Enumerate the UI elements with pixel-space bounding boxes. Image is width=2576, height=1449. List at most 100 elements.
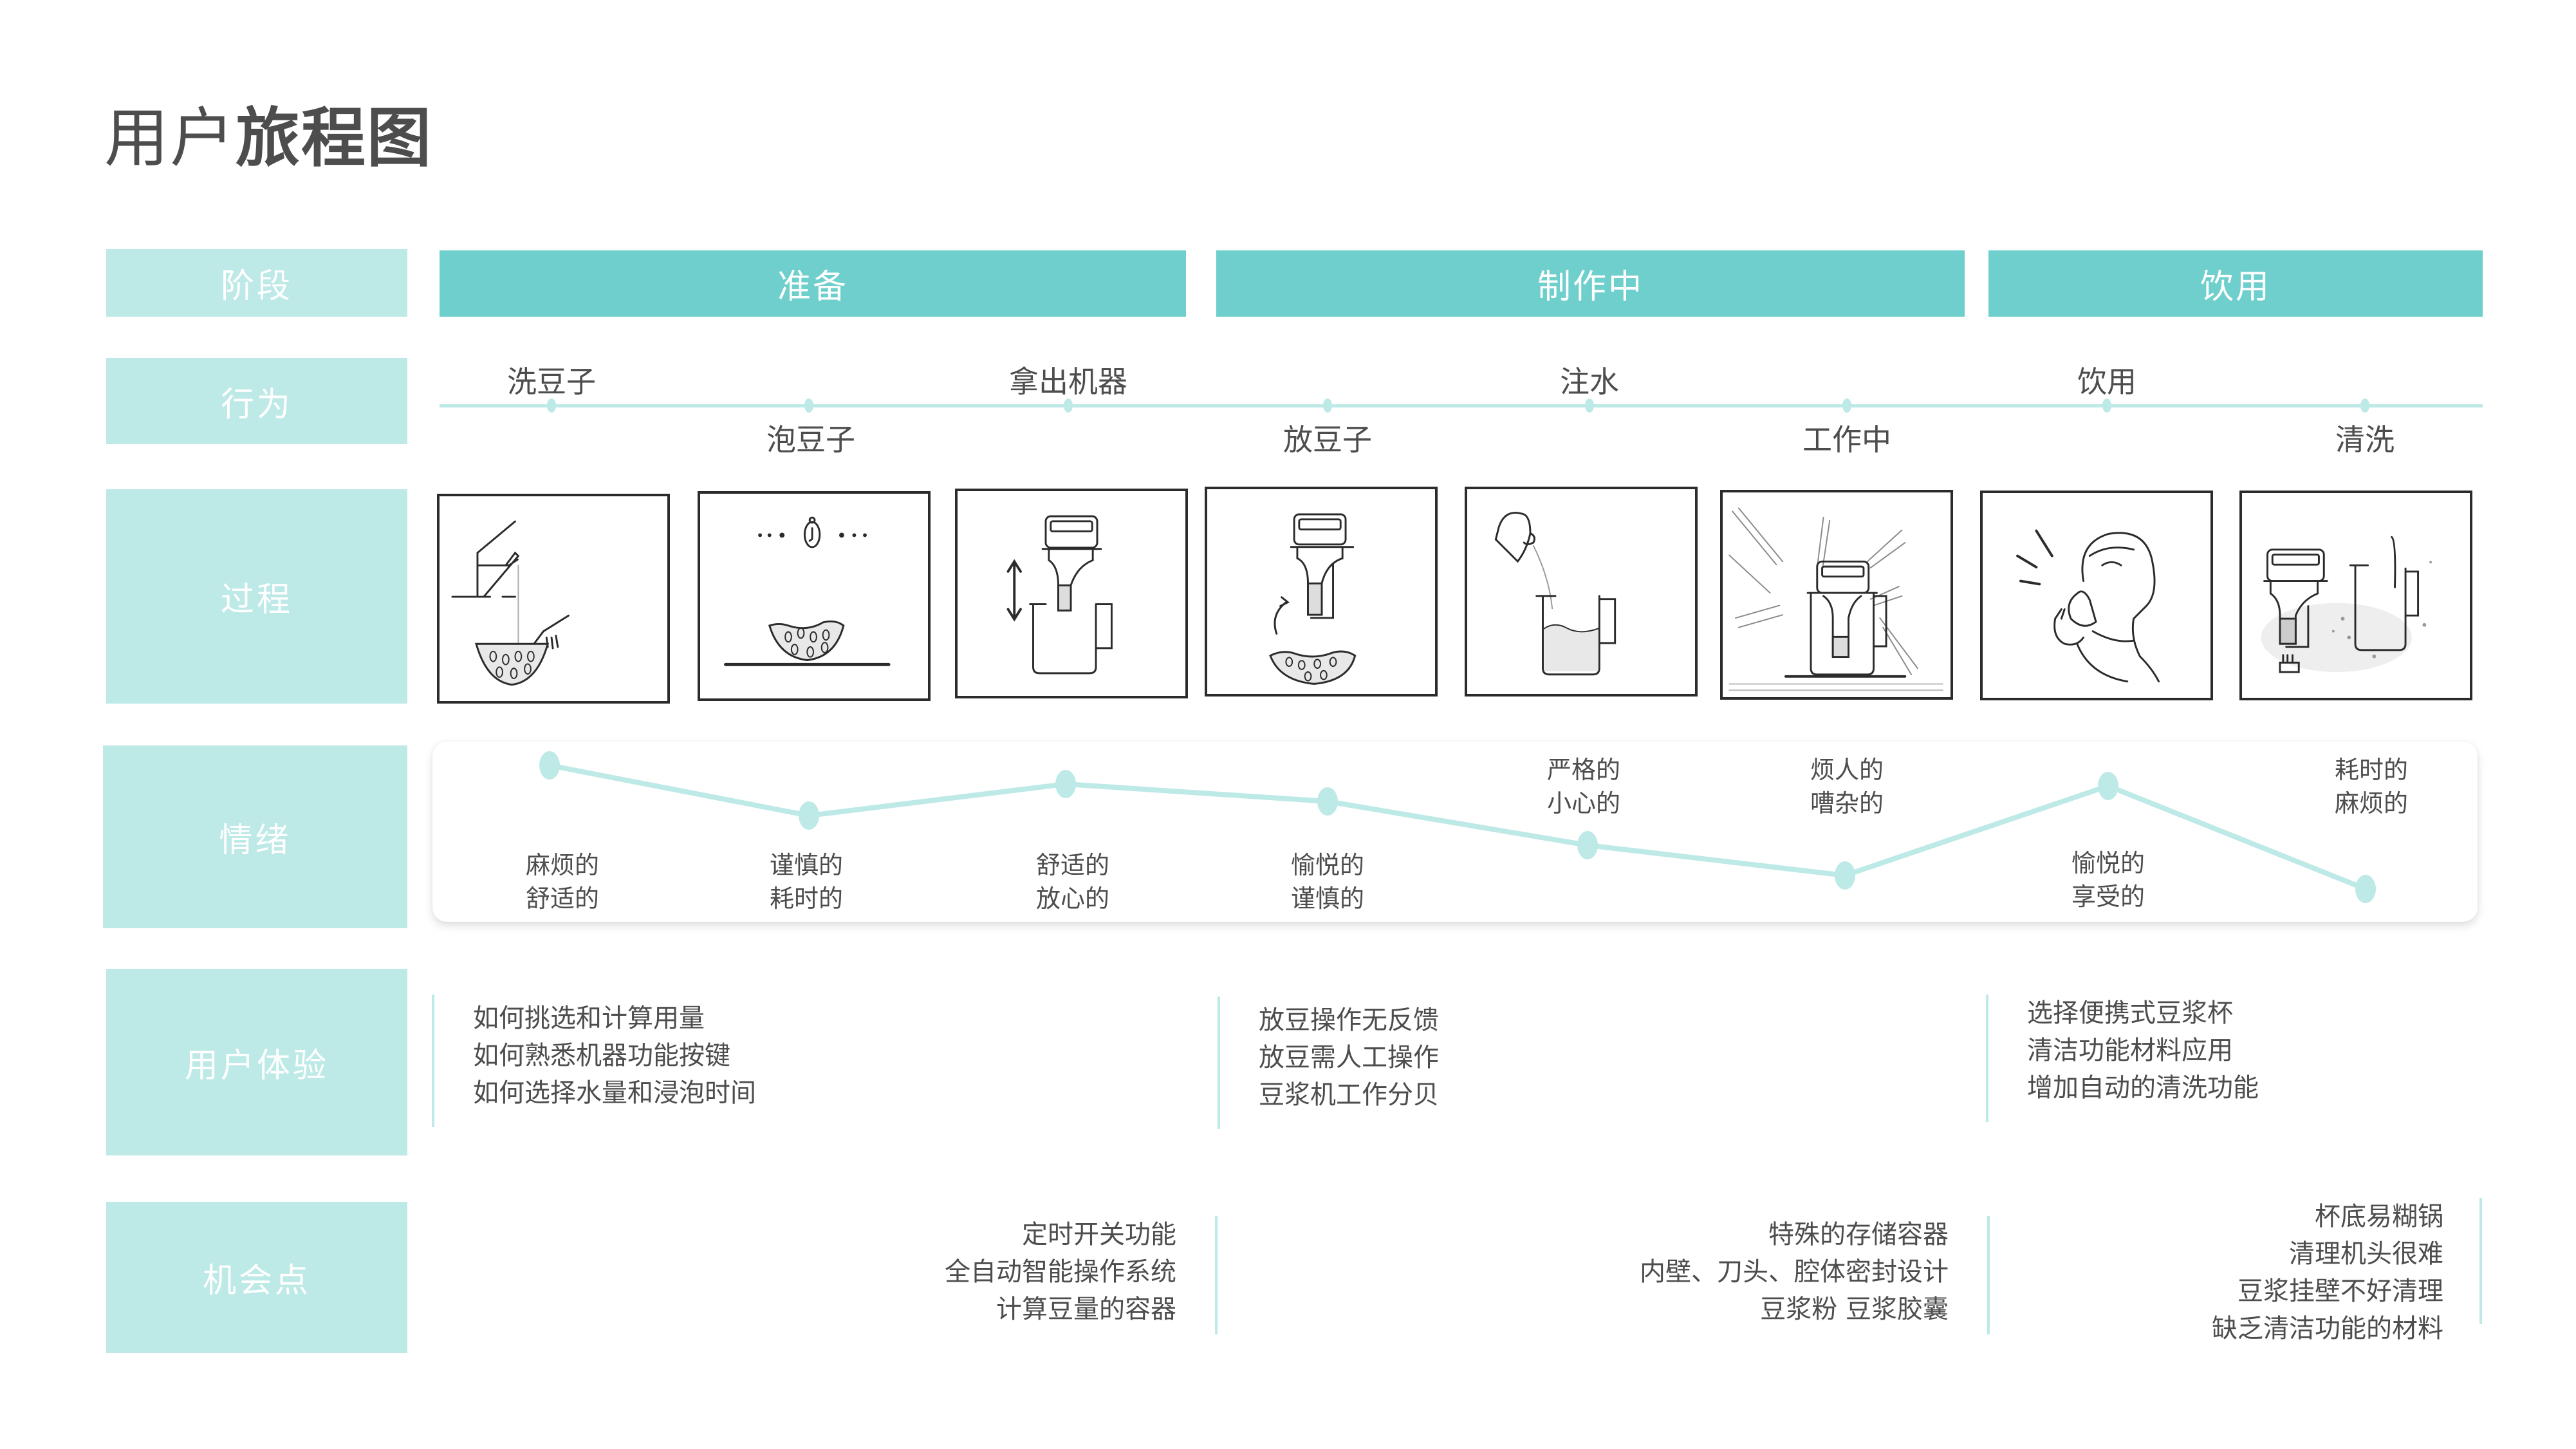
emotion-label: 烦人的嘈杂的 bbox=[1810, 753, 1884, 820]
timer-soaking-beans-icon bbox=[724, 516, 891, 666]
emotion-label-line: 麻烦的 bbox=[2334, 789, 2409, 818]
opportunity-block-drinking: 杯底易糊锅 清理机头很难 豆浆挂壁不好清理 缺乏清洁功能的材料 bbox=[2212, 1198, 2482, 1343]
experience-block-making: 放豆操作无反馈 放豆需人工操作 豆浆机工作分贝 bbox=[1218, 996, 1439, 1129]
row-label-behavior-text: 行为 bbox=[220, 385, 293, 424]
timeline-dot bbox=[1323, 398, 1332, 413]
process-panel-wash bbox=[437, 494, 670, 704]
process-panel-put-beans bbox=[1205, 487, 1438, 696]
timeline-dot bbox=[804, 398, 813, 413]
emotion-label-line: 耗时的 bbox=[2334, 756, 2409, 784]
behavior-label: 洗豆子 bbox=[507, 364, 596, 399]
timeline-dot bbox=[547, 398, 556, 413]
row-label-opportunity: 机会点 bbox=[106, 1202, 407, 1353]
cleaning-machine-icon bbox=[2261, 536, 2432, 673]
opportunity-item: 杯底易糊锅 bbox=[2315, 1202, 2443, 1231]
opportunity-item: 计算豆量的容器 bbox=[996, 1295, 1176, 1324]
experience-block-drinking: 选择便携式豆浆杯 清洁功能材料应用 增加自动的清洗功能 bbox=[1986, 995, 2259, 1122]
process-panel-cleaning bbox=[2239, 491, 2472, 700]
row-label-experience: 用户体验 bbox=[106, 969, 407, 1155]
behavior-timeline bbox=[440, 404, 2483, 407]
experience-item: 如何熟悉机器功能按键 bbox=[473, 1041, 730, 1070]
timeline-dot bbox=[1585, 398, 1594, 413]
row-label-emotion-text: 情绪 bbox=[219, 821, 292, 860]
row-label-opportunity-text: 机会点 bbox=[202, 1262, 311, 1300]
emotion-label-line: 舒适的 bbox=[525, 884, 600, 913]
stage-header-drinking: 饮用 bbox=[1988, 250, 2483, 317]
experience-item: 增加自动的清洗功能 bbox=[2027, 1073, 2259, 1103]
emotion-label-line: 耗时的 bbox=[769, 884, 844, 913]
emotion-label-line: 谨慎的 bbox=[769, 851, 844, 879]
timeline-dot bbox=[1842, 398, 1851, 413]
title-light: 用户 bbox=[104, 100, 236, 176]
experience-item: 如何选择水量和浸泡时间 bbox=[473, 1078, 756, 1108]
opportunity-item: 缺乏清洁功能的材料 bbox=[2212, 1314, 2443, 1343]
stage-label: 准备 bbox=[777, 268, 848, 306]
opportunity-item: 清理机头很难 bbox=[2289, 1239, 2443, 1269]
opportunity-item: 内壁、刀头、腔体密封设计 bbox=[1640, 1257, 1949, 1287]
emotion-label-line: 嘈杂的 bbox=[1810, 789, 1884, 818]
behavior-label: 清洗 bbox=[2335, 422, 2395, 457]
emotion-label-line: 小心的 bbox=[1546, 789, 1621, 818]
emotion-label-line: 烦人的 bbox=[1810, 756, 1884, 784]
opportunity-block-prepare: 定时开关功能 全自动智能操作系统 计算豆量的容器 bbox=[945, 1216, 1218, 1334]
row-label-stage: 阶段 bbox=[106, 249, 407, 317]
emotion-label-line: 愉悦的 bbox=[2071, 849, 2145, 877]
opportunity-item: 豆浆粉 豆浆胶囊 bbox=[1760, 1295, 1949, 1324]
process-panel-soak bbox=[698, 491, 931, 701]
experience-item: 豆浆机工作分贝 bbox=[1259, 1080, 1439, 1110]
experience-item: 放豆需人工操作 bbox=[1259, 1043, 1439, 1072]
experience-item: 如何挑选和计算用量 bbox=[473, 1004, 705, 1033]
stage-header-making: 制作中 bbox=[1216, 250, 1965, 317]
timeline-dot bbox=[2102, 398, 2111, 413]
put-beans-in-filter-icon bbox=[1269, 513, 1357, 685]
experience-item: 清洁功能材料应用 bbox=[2027, 1036, 2233, 1065]
behavior-label: 工作中 bbox=[1802, 422, 1891, 457]
row-label-experience-text: 用户体验 bbox=[184, 1046, 329, 1085]
faucet-washing-beans-icon bbox=[451, 520, 570, 686]
behavior-label: 放豆子 bbox=[1283, 422, 1372, 457]
behavior-label: 饮用 bbox=[2077, 364, 2136, 399]
page-title: 用户旅程图 bbox=[104, 97, 432, 180]
row-label-process: 过程 bbox=[106, 489, 407, 704]
experience-block-prepare: 如何挑选和计算用量 如何熟悉机器功能按键 如何选择水量和浸泡时间 bbox=[432, 995, 756, 1127]
emotion-label-line: 享受的 bbox=[2071, 883, 2145, 911]
emotion-label: 严格的小心的 bbox=[1547, 753, 1620, 820]
opportunity-divider bbox=[2479, 1198, 2482, 1324]
emotion-label: 愉悦的享受的 bbox=[2071, 846, 2145, 913]
row-label-stage-text: 阶段 bbox=[220, 267, 293, 306]
emotion-label: 麻烦的舒适的 bbox=[526, 848, 599, 915]
process-panel-working bbox=[1720, 490, 1953, 700]
behavior-label: 注水 bbox=[1560, 364, 1619, 399]
emotion-label-line: 放心的 bbox=[1035, 884, 1110, 913]
experience-item: 放豆操作无反馈 bbox=[1259, 1005, 1439, 1035]
emotion-label: 舒适的放心的 bbox=[1036, 848, 1109, 915]
opportunity-block-making: 特殊的存储容器 内壁、刀头、腔体密封设计 豆浆粉 豆浆胶囊 bbox=[1640, 1216, 1990, 1334]
person-drinking-icon bbox=[2016, 529, 2160, 683]
title-bold: 旅程图 bbox=[236, 100, 432, 176]
process-panel-pour-water bbox=[1465, 487, 1698, 696]
behavior-label: 拿出机器 bbox=[1009, 364, 1127, 399]
emotion-label-line: 愉悦的 bbox=[1290, 851, 1365, 879]
process-panel-drinking bbox=[1980, 491, 2213, 700]
opportunity-item: 定时开关功能 bbox=[1022, 1220, 1176, 1249]
emotion-label: 谨慎的耗时的 bbox=[770, 848, 843, 915]
pour-water-icon bbox=[1494, 512, 1617, 676]
emotion-label-line: 谨慎的 bbox=[1290, 884, 1365, 913]
row-label-emotion: 情绪 bbox=[103, 745, 407, 928]
machine-working-icon bbox=[1728, 507, 1943, 691]
emotion-label-line: 严格的 bbox=[1546, 756, 1621, 784]
timeline-dot bbox=[1064, 398, 1073, 413]
emotion-curve-card bbox=[432, 742, 2478, 922]
opportunity-item: 特殊的存储容器 bbox=[1768, 1220, 1949, 1249]
opportunity-item: 豆浆挂壁不好清理 bbox=[2238, 1276, 2443, 1306]
stage-header-prepare: 准备 bbox=[440, 250, 1186, 317]
behavior-label: 泡豆子 bbox=[766, 422, 855, 457]
stage-label: 饮用 bbox=[2200, 268, 2271, 306]
emotion-label-line: 麻烦的 bbox=[525, 851, 600, 879]
emotion-label-line: 舒适的 bbox=[1035, 851, 1110, 879]
process-panel-take-out bbox=[955, 489, 1188, 698]
row-label-behavior: 行为 bbox=[106, 358, 407, 444]
experience-item: 选择便携式豆浆杯 bbox=[2027, 998, 2233, 1028]
opportunity-item: 全自动智能操作系统 bbox=[945, 1257, 1176, 1287]
stage-label: 制作中 bbox=[1537, 268, 1644, 306]
